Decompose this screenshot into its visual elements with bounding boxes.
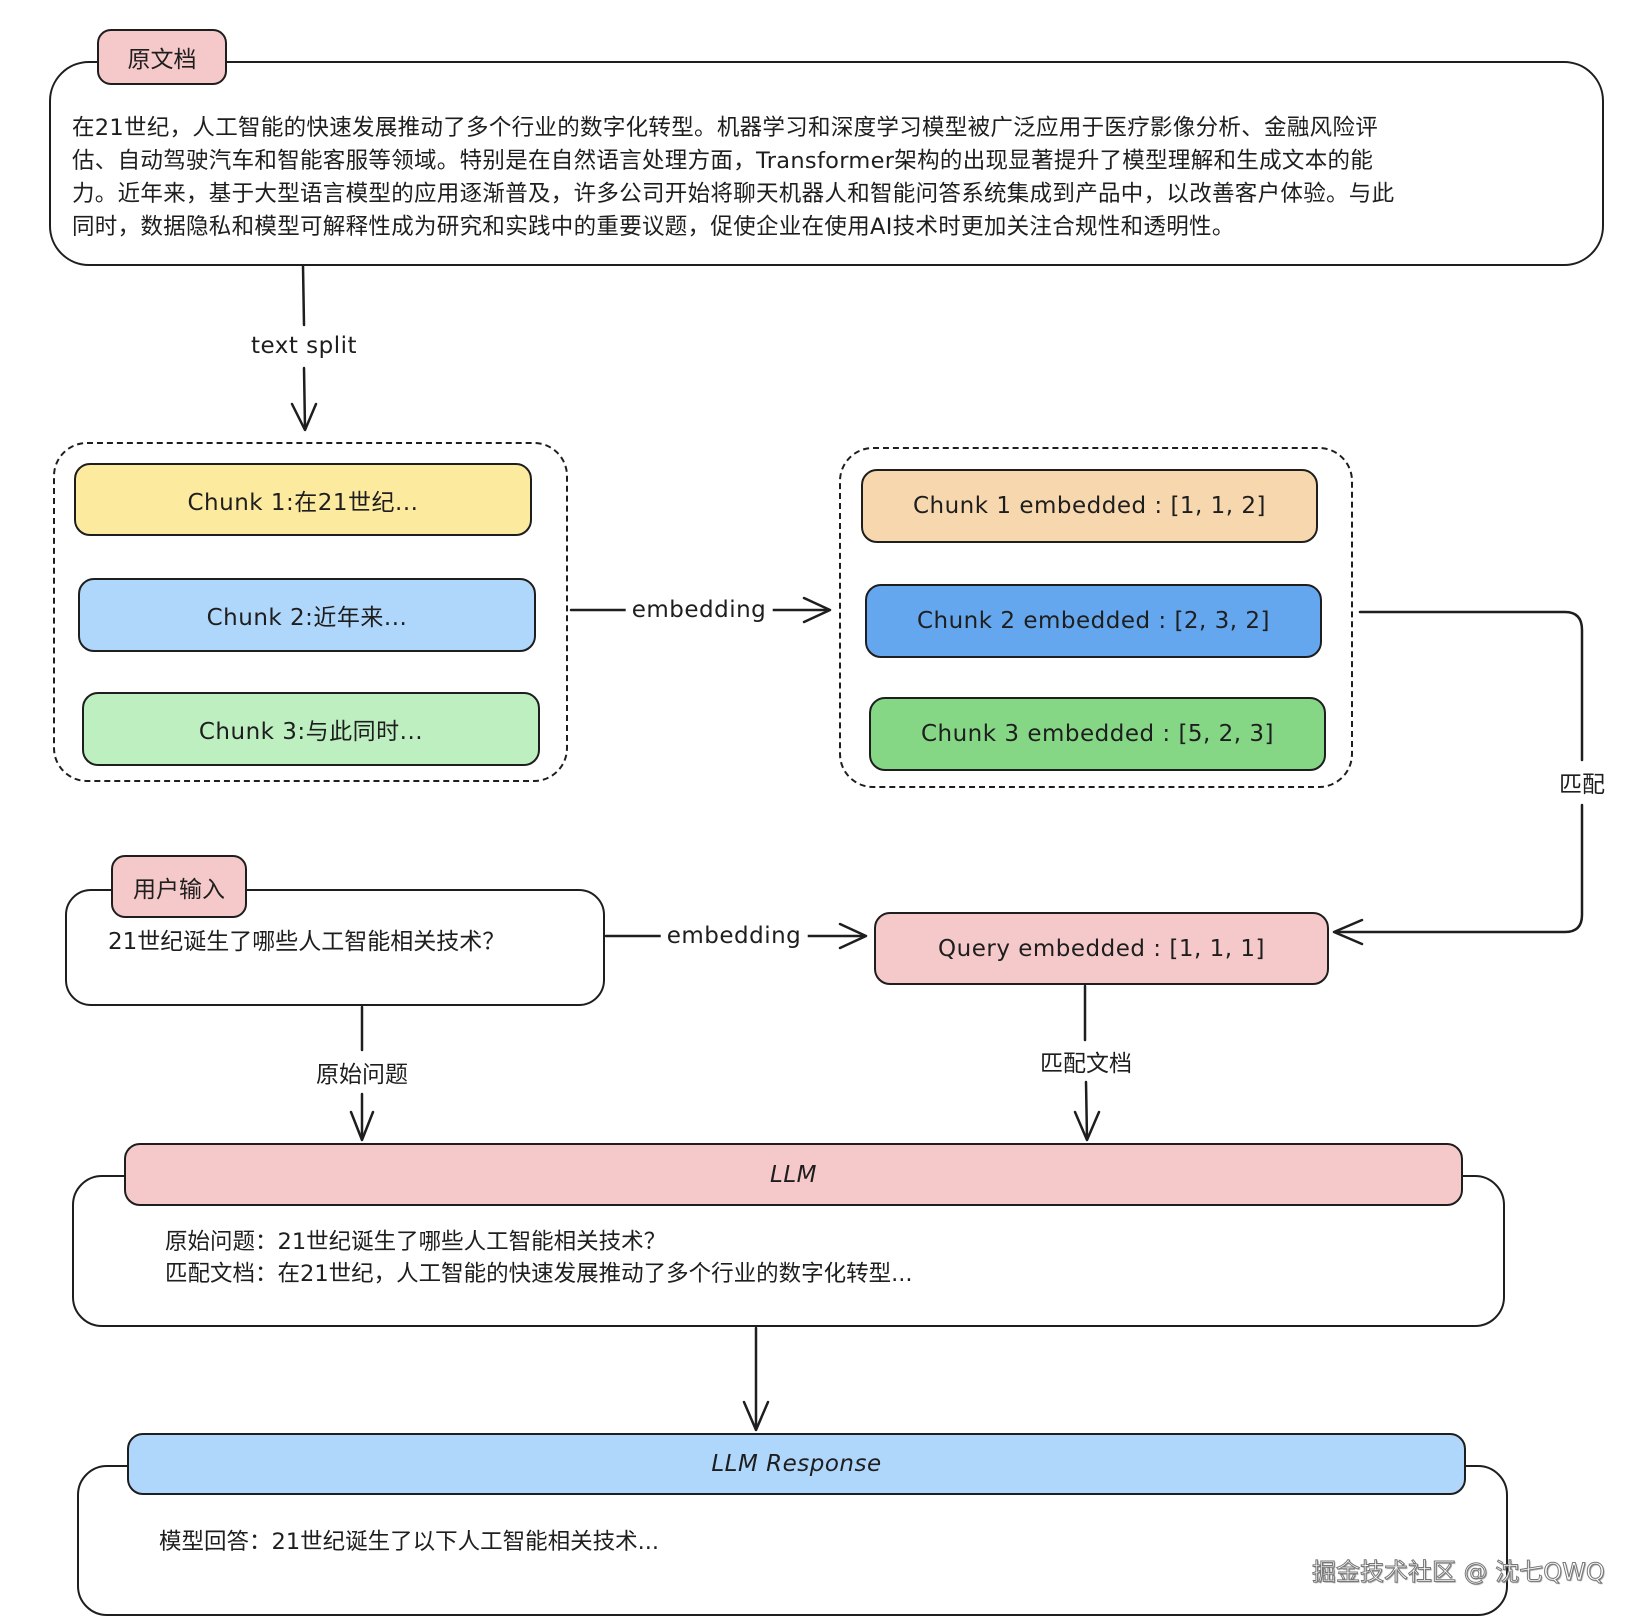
source-document-line: 同时，数据隐私和模型可解释性成为研究和实践中的重要议题，促使企业在使用AI技术时… bbox=[72, 214, 1235, 240]
edge-embedding-query-arrowhead bbox=[838, 922, 868, 950]
embedded-chunk-3: Chunk 3 embedded : [5, 2, 3] bbox=[869, 697, 1326, 771]
edge-label-text-split: text split bbox=[244, 333, 364, 359]
source-document-box bbox=[49, 61, 1604, 266]
source-document-line: 在21世纪，人工智能的快速发展推动了多个行业的数字化转型。机器学习和深度学习模型… bbox=[72, 115, 1379, 141]
llm-original-question-line: 原始问题：21世纪诞生了哪些人工智能相关技术？ bbox=[165, 1229, 667, 1255]
edge-text-split-line-bottom bbox=[302, 366, 307, 430]
source-document-tag: 原文档 bbox=[97, 29, 227, 85]
edge-label-embedding-query: embedding bbox=[660, 923, 808, 949]
edge-label-matched-document: 匹配文档 bbox=[1034, 1044, 1138, 1078]
edge-label-original-question: 原始问题 bbox=[310, 1055, 414, 1089]
embedded-chunks-group bbox=[839, 447, 1353, 788]
edge-embedding-chunks-arrowhead bbox=[802, 596, 832, 624]
watermark: 掘金技术社区 @ 沈七QWQ bbox=[1312, 1558, 1606, 1587]
edge-matched-document-line-bottom bbox=[1084, 1080, 1089, 1140]
edge-llm-to-response-arrowhead bbox=[742, 1400, 770, 1432]
query-embedded: Query embedded : [1, 1, 1] bbox=[874, 912, 1329, 985]
edge-matched-document-arrowhead bbox=[1073, 1110, 1101, 1142]
edge-text-split-line-top bbox=[301, 264, 306, 327]
chunk-2: Chunk 2:近年来... bbox=[78, 578, 536, 652]
edge-text-split-arrowhead bbox=[290, 402, 318, 432]
llm-response-text: 模型回答：21世纪诞生了以下人工智能相关技术... bbox=[159, 1529, 660, 1555]
edge-match-line-top bbox=[1358, 610, 1584, 762]
edge-match-line-bottom bbox=[1334, 803, 1584, 934]
user-input-text: 21世纪诞生了哪些人工智能相关技术？ bbox=[108, 929, 506, 955]
edge-label-match: 匹配 bbox=[1553, 765, 1611, 799]
source-document-line: 力。近年来，基于大型语言模型的应用逐渐普及，许多公司开始将聊天机器人和智能问答系… bbox=[72, 181, 1395, 207]
source-document-line: 估、自动驾驶汽车和智能客服等领域。特别是在自然语言处理方面，Transforme… bbox=[72, 148, 1374, 174]
llm-header: LLM bbox=[124, 1143, 1463, 1206]
chunk-1: Chunk 1:在21世纪... bbox=[74, 463, 532, 536]
user-input-tag: 用户输入 bbox=[111, 855, 247, 918]
embedded-chunk-2: Chunk 2 embedded : [2, 3, 2] bbox=[865, 584, 1322, 658]
chunks-group bbox=[53, 442, 568, 782]
chunk-3: Chunk 3:与此同时... bbox=[82, 692, 540, 766]
source-document-text: 在21世纪，人工智能的快速发展推动了多个行业的数字化转型。机器学习和深度学习模型… bbox=[72, 112, 1592, 244]
llm-content: 原始问题：21世纪诞生了哪些人工智能相关技术？ 匹配文档：在21世纪，人工智能的… bbox=[165, 1226, 913, 1290]
embedded-chunk-1: Chunk 1 embedded : [1, 1, 2] bbox=[861, 469, 1318, 543]
edge-original-question-arrowhead bbox=[349, 1110, 375, 1142]
llm-response-header: LLM Response bbox=[127, 1433, 1466, 1495]
edge-match-arrowhead bbox=[1332, 918, 1364, 946]
edge-label-embedding-chunks: embedding bbox=[625, 597, 773, 623]
llm-matched-document-line: 匹配文档：在21世纪，人工智能的快速发展推动了多个行业的数字化转型... bbox=[165, 1261, 913, 1287]
